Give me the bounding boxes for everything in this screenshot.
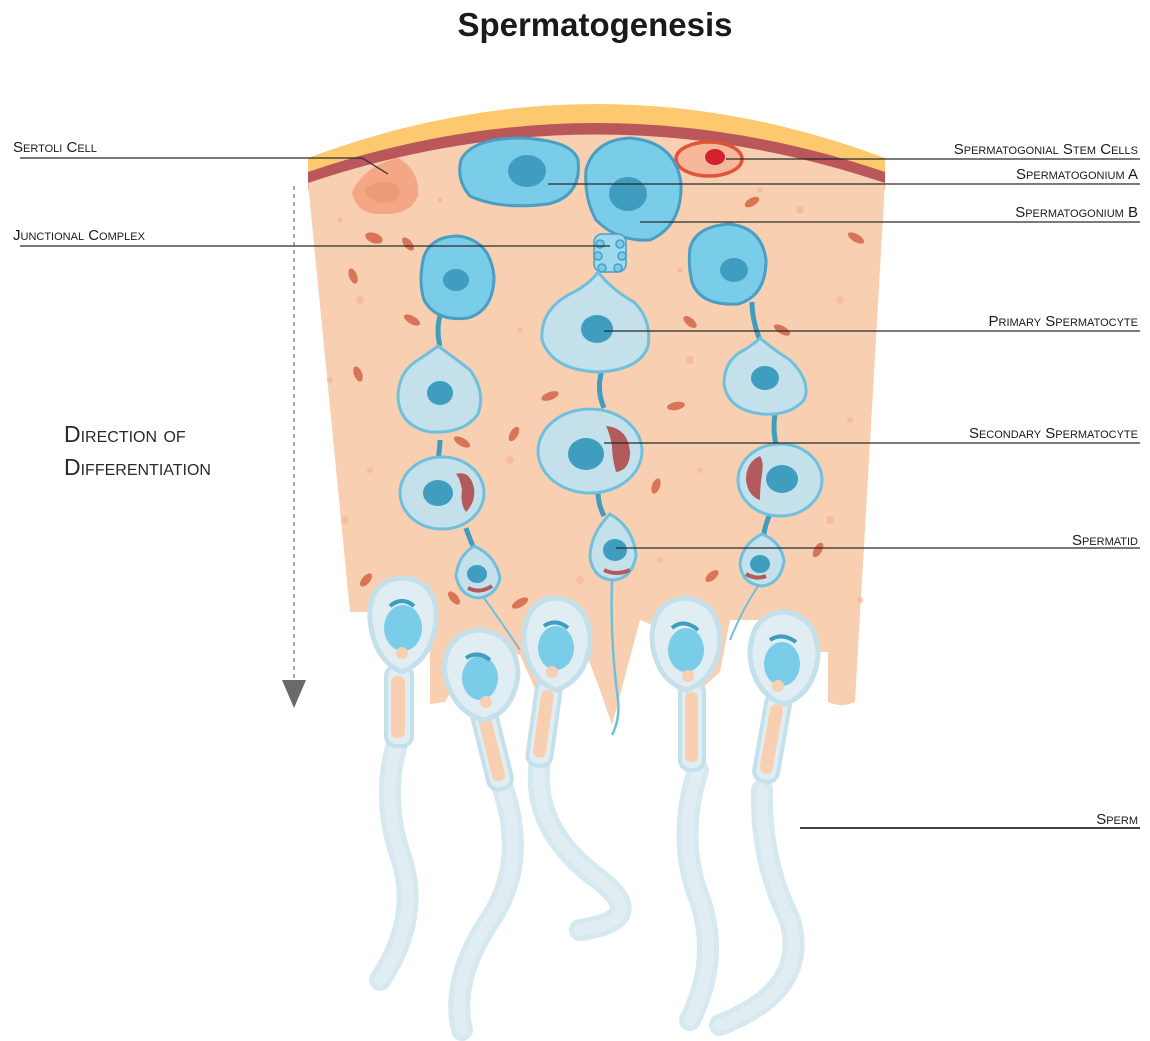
direction-arrow [282, 186, 306, 708]
label-spermatogonium-b: Spermatogonium B [1015, 204, 1138, 222]
sperm-1 [370, 578, 436, 980]
direction-label: Direction of Differentiation [64, 418, 211, 484]
label-sertoli-cell: Sertoli Cell [13, 139, 97, 157]
label-junctional-complex: Junctional Complex [13, 227, 145, 245]
label-secondary-spermatocyte: Secondary Spermatocyte [969, 425, 1138, 443]
sperm-5 [720, 612, 818, 1025]
sperm-2 [444, 630, 518, 1030]
direction-label-line1: Direction of [64, 418, 211, 451]
direction-label-line2: Differentiation [64, 451, 211, 484]
label-primary-spermatocyte: Primary Spermatocyte [989, 313, 1138, 331]
label-sperm: Sperm [1096, 811, 1138, 829]
spermatogonium-a [460, 138, 579, 206]
label-spermatogonium-a: Spermatogonium A [1016, 166, 1138, 184]
label-spermatid: Spermatid [1072, 532, 1138, 550]
sperm-4 [652, 598, 720, 1020]
spermatogonium-b [586, 138, 681, 240]
junctional-complex [594, 234, 626, 272]
diagram-title: Spermatogenesis [0, 6, 1150, 44]
label-spermatogonial-stem-cells: Spermatogonial Stem Cells [954, 141, 1138, 159]
